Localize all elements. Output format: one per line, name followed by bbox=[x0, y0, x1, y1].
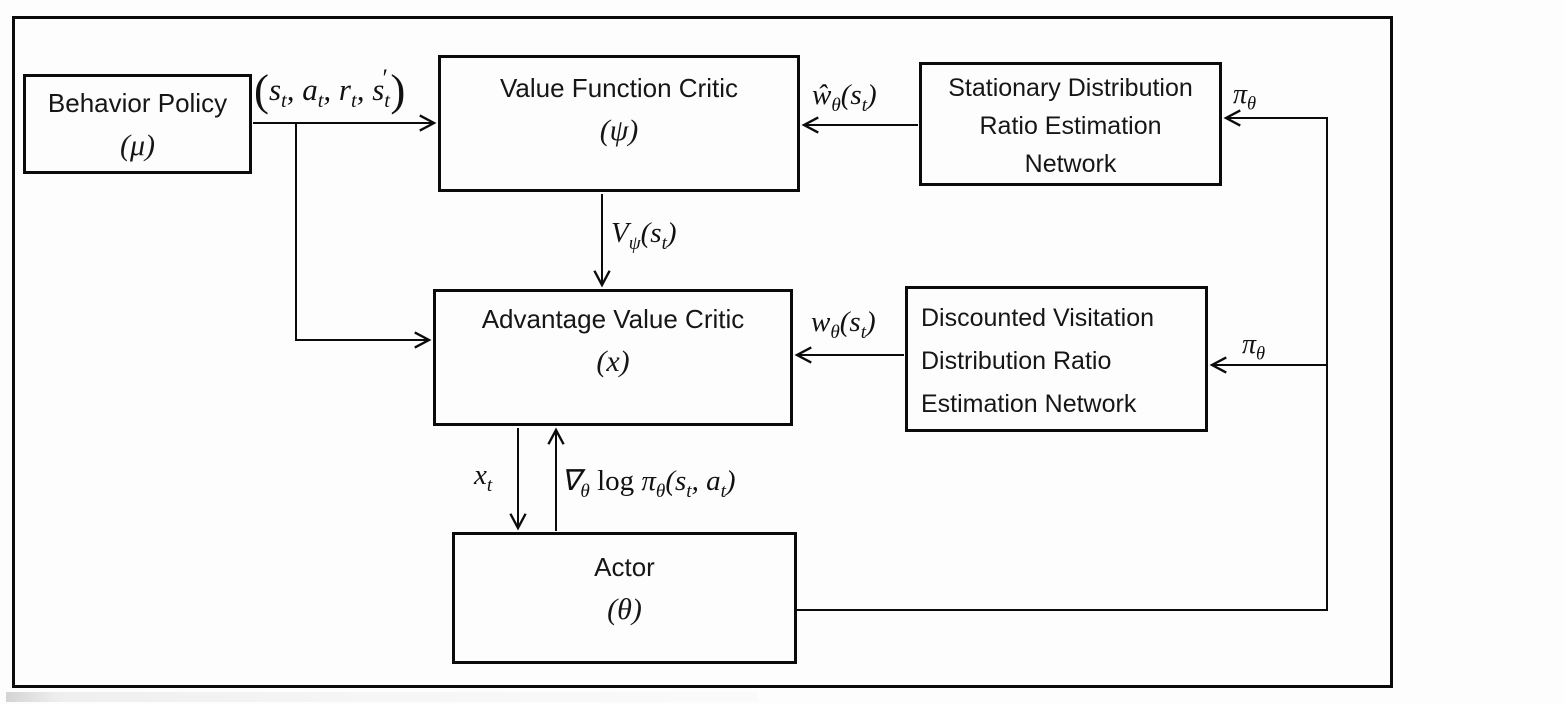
node-stationary-line2: Ratio Estimation bbox=[979, 112, 1162, 140]
node-stationary-line1: Stationary Distribution bbox=[948, 74, 1193, 102]
edge-label-stationary-ratio: ŵθ(st) bbox=[812, 79, 877, 116]
edge-label-transition-tuple: (st, at, rt, st′) bbox=[254, 65, 406, 115]
node-actor: Actor (θ) bbox=[452, 532, 797, 664]
edge-label-policy-gradient: ∇θ log πθ(st, at) bbox=[561, 465, 736, 502]
node-advantage-value-critic: Advantage Value Critic (x) bbox=[433, 289, 793, 426]
edge-label-advantage-output: xt bbox=[474, 459, 493, 496]
node-behavior-policy-param: (μ) bbox=[119, 129, 156, 162]
node-actor-param: (θ) bbox=[607, 593, 642, 626]
edge-label-policy-to-stationary: πθ bbox=[1233, 79, 1257, 114]
edge-label-value-estimate: Vψ(st) bbox=[611, 217, 677, 254]
node-value-function-critic-title: Value Function Critic bbox=[500, 73, 738, 103]
node-stationary-distribution-network: Stationary Distribution Ratio Estimation… bbox=[919, 62, 1222, 186]
node-advantage-value-critic-title: Advantage Value Critic bbox=[481, 304, 745, 334]
edge-label-policy-to-discounted: πθ bbox=[1242, 329, 1266, 364]
node-actor-title: Actor bbox=[594, 552, 655, 582]
node-behavior-policy: Behavior Policy (μ) bbox=[23, 74, 252, 174]
node-stationary-line3: Network bbox=[1024, 150, 1117, 178]
node-behavior-policy-title: Behavior Policy bbox=[47, 88, 228, 118]
edge-label-visitation-ratio: wθ(st) bbox=[811, 306, 876, 343]
node-value-function-critic-param: (ψ) bbox=[599, 114, 639, 147]
node-discounted-line1: Discounted Visitation bbox=[921, 304, 1155, 332]
node-discounted-visitation-network: Discounted Visitation Distribution Ratio… bbox=[905, 286, 1208, 432]
node-value-function-critic: Value Function Critic (ψ) bbox=[438, 55, 800, 192]
node-discounted-line2: Distribution Ratio bbox=[921, 347, 1112, 375]
node-advantage-value-critic-param: (x) bbox=[596, 345, 630, 378]
node-discounted-line3: Estimation Network bbox=[921, 390, 1137, 418]
bottom-edge-artifact bbox=[6, 692, 758, 702]
